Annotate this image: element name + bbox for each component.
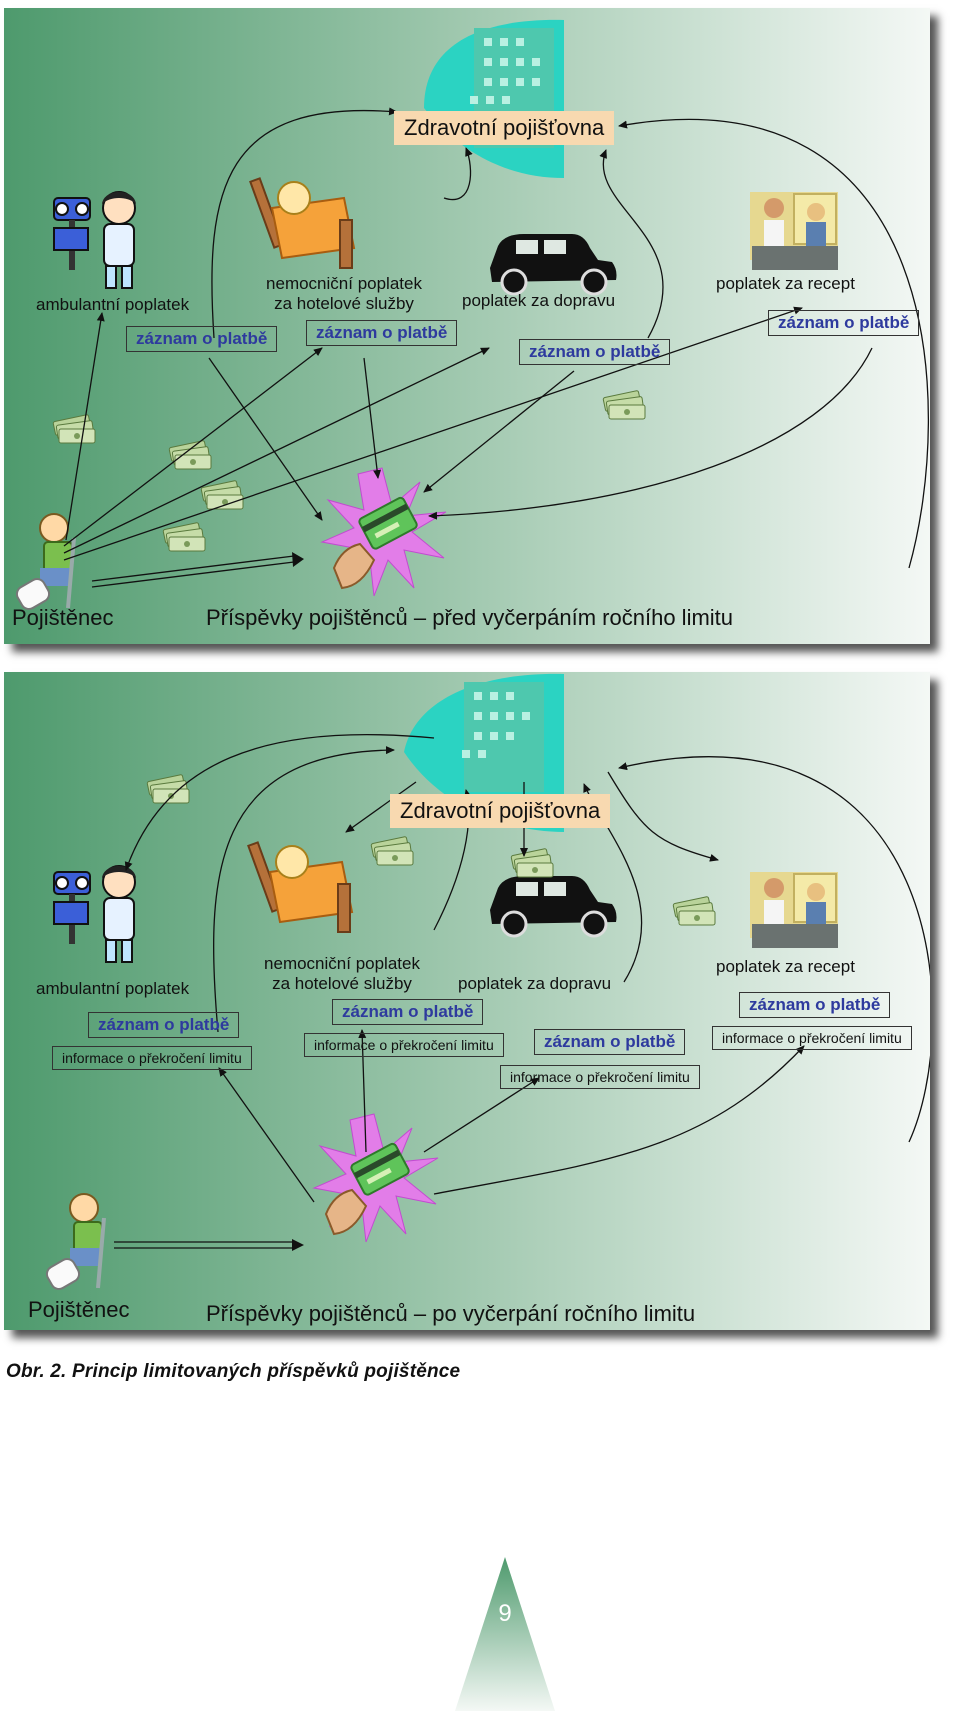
patient-icon — [45, 1193, 106, 1290]
page-number: 9 — [498, 1600, 512, 1627]
page-triangle — [455, 1557, 555, 1711]
panel-title: Příspěvky pojištěnců – po vyčerpání ročn… — [206, 1301, 696, 1326]
hospital-fee-line-1: nemocniční poplatek — [266, 274, 422, 293]
card-burst-icon — [313, 1113, 439, 1243]
insurer-label: Zdravotní pojišťovna — [394, 111, 615, 145]
transport-fee-label: poplatek za dopravu — [458, 974, 612, 993]
ambulance-fee-label: ambulantní poplatek — [36, 295, 190, 314]
limit-exceeded-info-box: informace o překročení limitu — [500, 1065, 700, 1089]
prescription-fee-label: poplatek za recept — [716, 957, 855, 976]
payment-record-box: záznam o platbě — [306, 320, 458, 346]
payment-record-box: záznam o platbě — [332, 999, 484, 1025]
card-burst-icon — [321, 467, 447, 597]
double-arrow — [114, 1239, 304, 1251]
car-icon — [490, 234, 617, 296]
diagram-panel-before-limit: Zdravotní pojišťovna ambulantní poplatek… — [4, 8, 930, 644]
payment-record-box: záznam o platbě — [126, 326, 278, 352]
diagram-panel-after-limit: Zdravotní pojišťovna ambulantní poplatek… — [4, 672, 930, 1330]
flow-arrows — [124, 733, 930, 1203]
transport-fee-label: poplatek za dopravu — [462, 291, 616, 310]
ambulance-fee-label: ambulantní poplatek — [36, 979, 190, 998]
hospital-fee-label: nemocniční poplatek za hotelové služby — [242, 954, 442, 994]
pharmacy-icon — [750, 872, 838, 948]
payment-record-box: záznam o platbě — [739, 992, 891, 1018]
limit-exceeded-info-box: informace o překročení limitu — [52, 1046, 252, 1070]
hospital-fee-label: nemocniční poplatek za hotelové služby — [244, 274, 444, 314]
flow-arrows — [63, 107, 929, 569]
insurer-label: Zdravotní pojišťovna — [390, 794, 611, 828]
car-icon — [490, 876, 617, 938]
hospital-fee-line-2: za hotelové služby — [272, 974, 412, 993]
payment-record-box: záznam o platbě — [88, 1012, 240, 1038]
figure-caption: Obr. 2. Princip limitovaných příspěvků p… — [6, 1361, 461, 1382]
pharmacy-icon — [750, 192, 838, 270]
prescription-fee-label: poplatek za recept — [716, 274, 855, 293]
hospital-bed-icon — [247, 841, 354, 933]
doctor-icon — [53, 865, 136, 963]
hospital-bed-icon — [249, 177, 356, 269]
payment-record-box: záznam o platbě — [534, 1029, 686, 1055]
hospital-fee-line-2: za hotelové služby — [274, 294, 414, 313]
double-arrow — [91, 552, 304, 588]
limit-exceeded-info-box: informace o překročení limitu — [304, 1033, 504, 1057]
payment-record-box: záznam o platbě — [768, 310, 920, 336]
payment-record-box: záznam o platbě — [519, 339, 671, 365]
panel-title: Příspěvky pojištěnců – před vyčerpáním r… — [206, 605, 734, 630]
limit-exceeded-info-box: informace o překročení limitu — [712, 1026, 912, 1050]
doctor-icon — [53, 191, 136, 289]
insured-person-label: Pojištěnec — [12, 605, 114, 630]
patient-icon — [15, 513, 76, 610]
insured-person-label: Pojištěnec — [28, 1297, 130, 1322]
hospital-fee-line-1: nemocniční poplatek — [264, 954, 420, 973]
panel-bottom-graphics — [4, 672, 930, 1330]
